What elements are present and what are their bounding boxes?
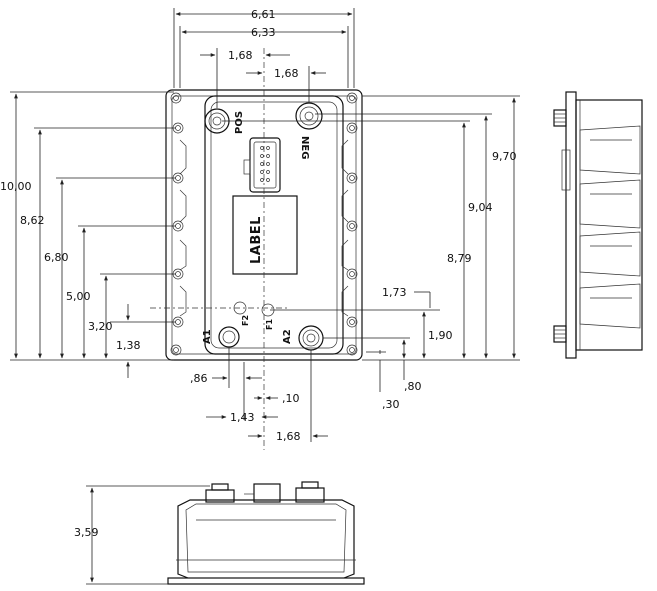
neg-label: NEG [299,136,310,159]
left-dimensions [10,91,176,378]
dim-top-width-outer: 6,61 [251,8,276,21]
dim-bottom-10: ,10 [282,392,300,405]
f2-label: F2 [241,315,250,326]
mounting-holes-left [170,92,184,356]
dim-height-total: 10,00 [0,180,32,193]
a2-label: A2 [282,329,293,344]
dim-right-9-04: 9,04 [468,201,493,214]
right-dimensions [222,95,520,392]
front-view [150,48,363,450]
pos-label: POS [234,111,245,134]
a1-terminal [218,326,240,348]
dim-right-9-70: 9,70 [492,150,517,163]
label-area [232,195,298,275]
a2-terminal [298,325,324,351]
dim-height-6-80: 6,80 [44,251,69,264]
mounting-holes-right [346,92,358,356]
dim-height-3-20: 3,20 [88,320,113,333]
side-view [553,91,643,359]
dim-height-1-38: 1,38 [116,339,141,352]
signal-connector [243,137,281,193]
dim-top-width-inner: 6,33 [251,26,276,39]
controller-housing [204,95,344,355]
dim-height-5-00: 5,00 [66,290,91,303]
a1-label: A1 [202,329,213,344]
dim-side-height: 3,59 [74,526,99,539]
bottom-view [86,481,365,585]
dim-bottom-86: ,86 [190,372,208,385]
dim-top-offset-right: 1,68 [274,67,299,80]
dim-right-1-90: 1,90 [428,329,453,342]
dim-bottom-1-43: 1,43 [230,411,255,424]
dim-right-1-73: 1,73 [382,286,407,299]
dim-height-8-62: 8,62 [20,214,45,227]
dim-top-offset-left: 1,68 [228,49,253,62]
dim-right-30: ,30 [382,398,400,411]
neg-terminal [295,102,323,130]
dim-bottom-1-68: 1,68 [276,430,301,443]
dim-right-8-79: 8,79 [447,252,472,265]
f1-label: F1 [265,319,274,330]
bottom-dimensions [206,348,328,442]
label-text: LABEL [249,216,264,264]
dim-right-80: ,80 [404,380,422,393]
top-dimensions [173,8,355,108]
